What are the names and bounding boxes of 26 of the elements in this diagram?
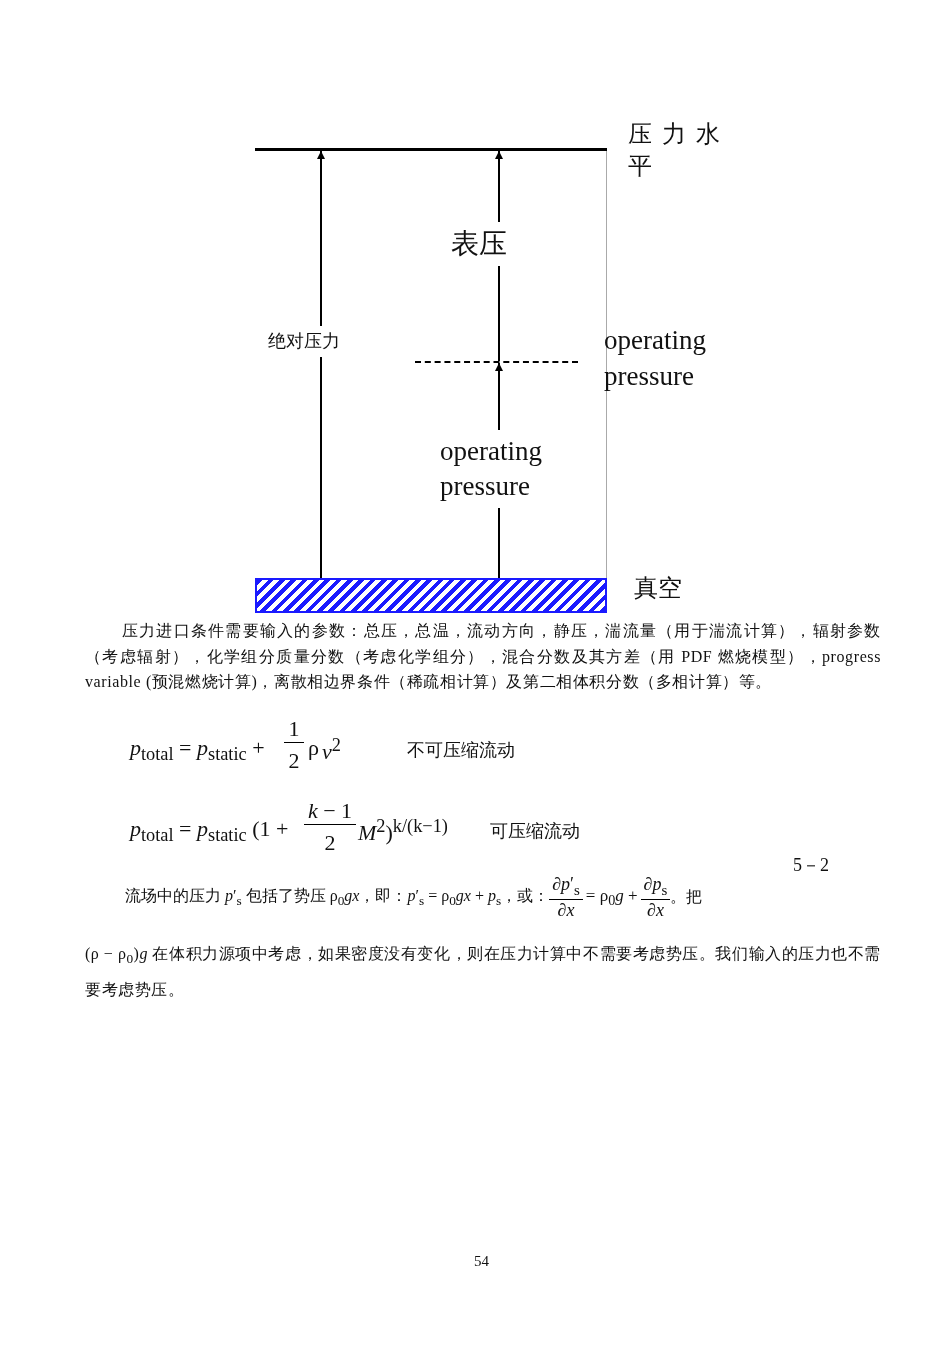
vacuum-label: 真空 xyxy=(634,574,683,603)
formula-text: p$_{total}$ = p$_{static}$ + xyxy=(130,735,265,766)
body-paragraph: 压力进口条件需要输入的参数：总压，总温，流动方向，静压，湍流量（用于湍流计算），辐射参数（考虑辐射），化学组分质量分数（考虑化学组分），混合分数及其方差（用 PDF 燃烧模型），progress variable (预混燃烧计算)，离散相边界条件（稀疏相计算）及第二相体积分数（多相计算）等。 xyxy=(85,621,881,693)
formula-note: 可压缩流动 xyxy=(490,820,580,843)
body-text: 流场中的压力 p′$_{s}$ 包括了势压 ρ$_{0}$gx，即：p′$_{s}$ = ρ$_{0}$gx + p$_{s}$，或： xyxy=(125,885,550,909)
formula-note: 不可压缩流动 xyxy=(407,739,515,762)
arrow xyxy=(317,150,325,579)
body-text: 。把 xyxy=(670,886,703,907)
formula-text: p$_{total}$ = p$_{static}$ (1 + xyxy=(130,816,289,847)
fraction-denominator: 2 xyxy=(287,748,301,774)
formula-text: ρ xyxy=(308,735,319,761)
formula-text: = ρ$_{0}$g + xyxy=(585,885,638,909)
level-label: 压力水平 xyxy=(628,120,731,182)
formula-text: M$^{2}$)$^{k/(k−1)}$ xyxy=(358,816,448,847)
formula-text: v$^{2}$ xyxy=(322,735,341,766)
equation-number: 5－2 xyxy=(793,854,829,877)
fraction-denominator: 2 xyxy=(323,830,337,856)
page-number: 54 xyxy=(474,1253,489,1270)
level-label: operating pressure xyxy=(604,324,707,394)
body-paragraph: (ρ − ρ$_{0}$)g 在体积力源项中考虑，如果密度没有变化，则在压力计算中不需要考虑势压。我们输入的压力也不需要考虑势压。 xyxy=(85,944,881,1001)
fraction-denominator: ∂x xyxy=(556,899,576,921)
fraction-numerator: ∂p′$_{s}$ xyxy=(549,874,583,900)
fraction-numerator: k − 1 xyxy=(304,798,356,825)
fraction-numerator: ∂p$_{s}$ xyxy=(640,874,671,900)
fraction-denominator: ∂x xyxy=(646,899,665,921)
fraction-numerator: 1 xyxy=(284,716,304,743)
